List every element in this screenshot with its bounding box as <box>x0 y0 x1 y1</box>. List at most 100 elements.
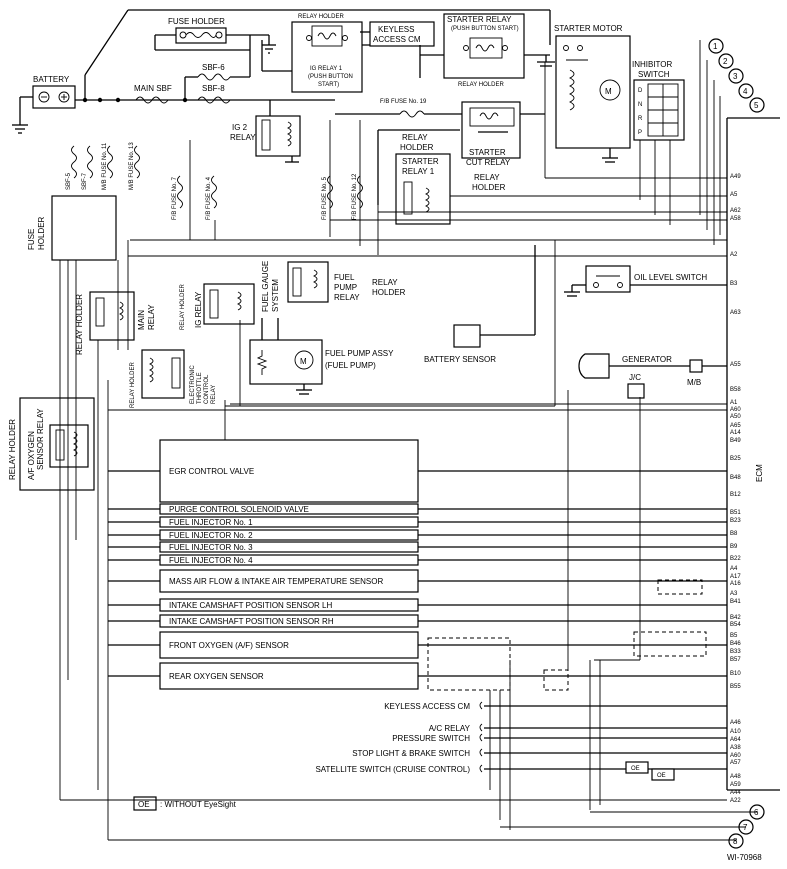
ecm-pin-A60: A60 <box>730 753 741 759</box>
wires <box>59 40 757 841</box>
main-relay-box <box>89 291 135 341</box>
ecm-pin-A10: A10 <box>730 729 741 735</box>
svg-text:1: 1 <box>713 42 718 51</box>
starter-motor-box <box>555 35 631 149</box>
ecm-pin-A59: A59 <box>730 782 741 788</box>
sensor-1: PURGE CONTROL SOLENOID VALVE <box>108 503 727 515</box>
svg-text:SBF-7: SBF-7 <box>82 172 88 190</box>
vfuse-3: M/B FUSE No. 13 <box>129 142 140 190</box>
svg-text:7: 7 <box>743 823 748 832</box>
relay-holder-cut-l2: HOLDER <box>472 183 506 192</box>
starter-relay-1-l1: STARTER <box>402 157 439 166</box>
ecm-pin-B41: B41 <box>730 599 741 605</box>
ig-relay-1-l1: IG RELAY 1 <box>310 66 343 72</box>
ecm-pin-B57: B57 <box>730 657 741 663</box>
svg-text:M/B FUSE No. 11: M/B FUSE No. 11 <box>102 142 108 190</box>
svg-text:A/C RELAY: A/C RELAY <box>429 724 471 733</box>
ecm-pin-B54: B54 <box>730 622 741 628</box>
sbf8-label: SBF-8 <box>202 84 225 93</box>
legend-tag-text: OE <box>138 800 150 809</box>
sensor-7: INTAKE CAMSHAFT POSITION SENSOR LH <box>108 598 727 612</box>
ig-relay-1-l3: START) <box>318 82 339 88</box>
starter-cut-relay-l2: CUT RELAY <box>466 158 511 167</box>
starter-relay-1-l2: RELAY 1 <box>402 167 435 176</box>
svg-text:INTAKE CAMSHAFT POSITION SENSO: INTAKE CAMSHAFT POSITION SENSOR LH <box>169 601 333 610</box>
ecm-pin-A65: A65 <box>730 423 741 429</box>
starter-motor-label: STARTER MOTOR <box>554 24 623 33</box>
ig-relay-1-box <box>291 21 363 93</box>
ecm-pin-B33: B33 <box>730 649 741 655</box>
svg-text:PURGE CONTROL SOLENOID VALVE: PURGE CONTROL SOLENOID VALVE <box>169 505 309 514</box>
svg-text:F/B FUSE No. 4: F/B FUSE No. 4 <box>206 176 212 220</box>
svg-text:3: 3 <box>733 72 738 81</box>
main-relay-l1: MAIN <box>137 310 146 330</box>
main-relay-l2: RELAY <box>147 304 156 330</box>
svg-text:FUEL INJECTOR No. 2: FUEL INJECTOR No. 2 <box>169 531 253 540</box>
inhibitor-switch-l1: INHIBITOR <box>632 60 673 69</box>
battery-label: BATTERY <box>33 75 70 84</box>
ecm-pin-B9: B9 <box>730 544 738 550</box>
inhibitor-switch-l2: SWITCH <box>638 70 670 79</box>
svg-text:F/B FUSE No. 7: F/B FUSE No. 7 <box>172 176 178 220</box>
output-4: SATELLITE SWITCH (CRUISE CONTROL) <box>315 764 727 774</box>
svg-text:INTAKE CAMSHAFT POSITION SENSO: INTAKE CAMSHAFT POSITION SENSOR RH <box>169 617 334 626</box>
svg-text:M: M <box>300 357 307 366</box>
svg-text:8: 8 <box>733 837 738 846</box>
relay-holder-starter1-l2: HOLDER <box>400 143 434 152</box>
oe-dash-front <box>427 637 511 691</box>
ecm-pin-B51: B51 <box>730 510 741 516</box>
vfuse-2: M/B FUSE No. 11 <box>102 142 113 190</box>
ecm-pin-B49: B49 <box>730 438 741 444</box>
main-sbf-label: MAIN SBF <box>134 84 172 93</box>
vfuse-6: F/B FUSE No. 5 <box>322 175 333 220</box>
ecm-pin-A3: A3 <box>730 591 738 597</box>
relay-holder-mid-label: RELAY HOLDER <box>458 82 504 88</box>
ecm-pin-A4: A4 <box>730 566 738 572</box>
inhibitor-rows: D N R P <box>638 83 679 137</box>
relay-holder-starter1-l1: RELAY <box>402 133 428 142</box>
fuel-pump-relay-box <box>287 261 329 303</box>
relay-holder-main-label: RELAY HOLDER <box>75 294 84 355</box>
battery-sensor-label: BATTERY SENSOR <box>424 355 496 364</box>
fuel-pump-assy-box <box>249 339 323 385</box>
oe-tag-1 <box>625 761 649 774</box>
ecm-pin-A17: A17 <box>730 574 741 580</box>
oil-level-switch-box <box>585 265 631 293</box>
vfuse-7: F/B FUSE No. 12 <box>352 173 363 220</box>
fuse-holder-left-box <box>51 195 117 261</box>
ecm-pin-B23: B23 <box>730 518 741 524</box>
svg-text:5: 5 <box>754 101 759 110</box>
ecm-pin-A38: A38 <box>730 745 741 751</box>
connector-8: 8 <box>728 833 744 849</box>
ig-relay-1-l2: (PUSH BUTTON <box>308 74 353 80</box>
relay-holder-top-label: RELAY HOLDER <box>298 14 344 20</box>
svg-text:FUEL INJECTOR No. 3: FUEL INJECTOR No. 3 <box>169 543 253 552</box>
starter-relay-top-label: STARTER RELAY <box>447 15 512 24</box>
sensor-0: EGR CONTROL VALVE <box>108 439 727 503</box>
vfuse-5: F/B FUSE No. 4 <box>206 175 217 220</box>
oe-dash-a16 <box>657 579 703 595</box>
fuse-holder-left-l1: FUSE <box>27 229 36 250</box>
ecm-pin-B5: B5 <box>730 633 738 639</box>
oe-dash-rear <box>543 669 569 691</box>
svg-text:CONTROL: CONTROL <box>204 374 210 404</box>
jc-label: J/C <box>629 373 641 382</box>
sensor-8: INTAKE CAMSHAFT POSITION SENSOR RH <box>108 614 727 628</box>
ecm-pin-A5: A5 <box>730 192 738 198</box>
ig-relay-label: IG RELAY <box>194 291 203 328</box>
keyless-access-cm-l2: ACCESS CM <box>373 35 421 44</box>
svg-text:F/B FUSE No. 12: F/B FUSE No. 12 <box>352 173 358 220</box>
relay-holder-fp-l1: RELAY <box>372 278 398 287</box>
svg-text:FUEL INJECTOR No. 1: FUEL INJECTOR No. 1 <box>169 518 253 527</box>
ecm-pin-labels: A49A5A62A58A2B3A63A55B58A1A60A50A65A14B4… <box>730 174 741 804</box>
ecm-pin-A50: A50 <box>730 414 741 420</box>
svg-text:M: M <box>605 87 612 96</box>
relay-holder-fp-l2: HOLDER <box>372 288 406 297</box>
ecm-pin-A63: A63 <box>730 310 741 316</box>
svg-text:M/B FUSE No. 13: M/B FUSE No. 13 <box>129 142 135 190</box>
vfuse-1: SBF-7 <box>82 145 93 190</box>
fuel-pump-assy-l2: (FUEL PUMP) <box>325 361 376 370</box>
ecm-pin-B55: B55 <box>730 684 741 690</box>
mb-label: M/B <box>687 378 701 387</box>
fuel-pump-relay-l3: RELAY <box>334 293 360 302</box>
